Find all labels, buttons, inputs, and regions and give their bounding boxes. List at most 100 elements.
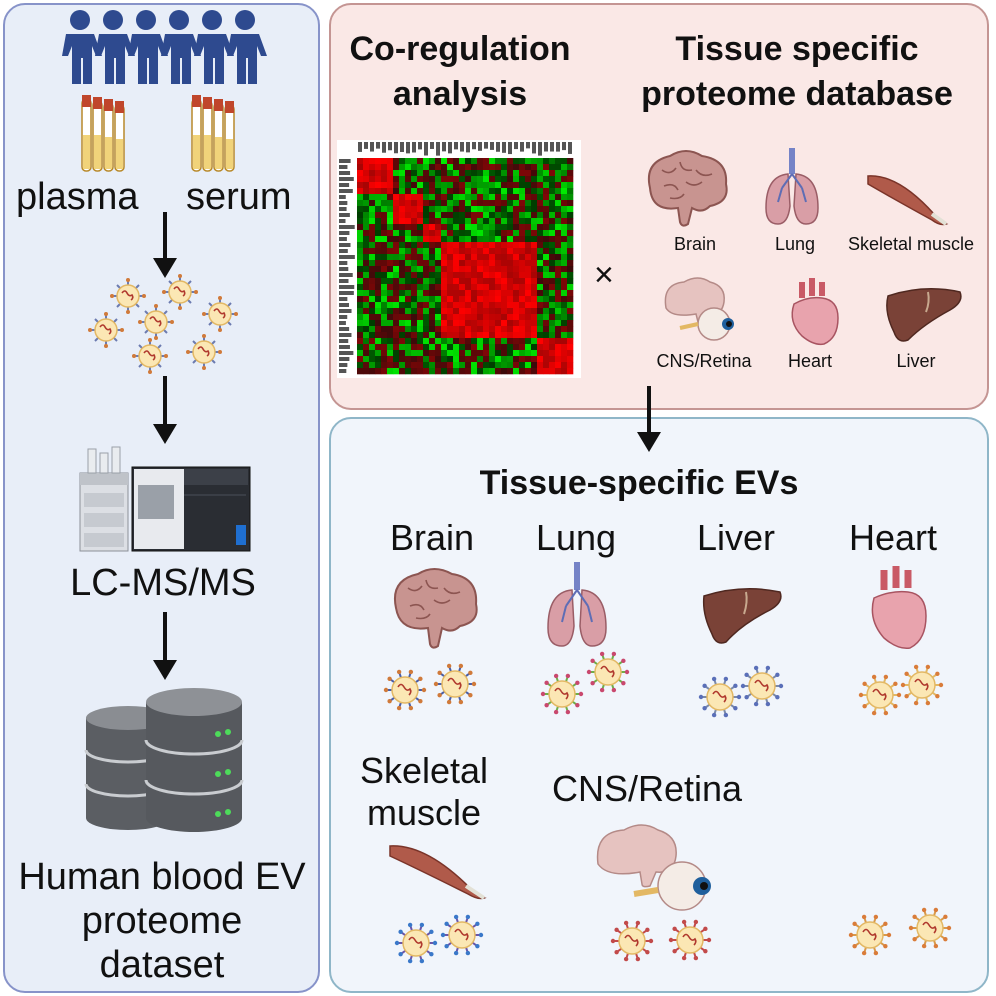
heatmap-cell: [453, 368, 460, 375]
heatmap-cell: [483, 176, 490, 183]
heatmap-cell: [519, 212, 526, 219]
heatmap-cell: [423, 206, 430, 213]
heatmap-cell: [399, 314, 406, 321]
heatmap-cell: [411, 356, 418, 363]
heatmap-row-tick: [339, 189, 353, 193]
heatmap-cell: [519, 350, 526, 357]
heatmap-cell: [447, 200, 454, 207]
heatmap-cell: [447, 368, 454, 375]
heatmap-cell: [537, 272, 544, 279]
heatmap-cell: [531, 302, 538, 309]
heatmap-cell: [357, 284, 364, 291]
heatmap-cell: [453, 272, 460, 279]
heatmap-cell: [561, 242, 568, 249]
heatmap-cell: [441, 182, 448, 189]
heatmap-cell: [561, 314, 568, 321]
heatmap-cell: [501, 158, 508, 165]
heatmap-cell: [453, 296, 460, 303]
heatmap-cell: [471, 284, 478, 291]
heatmap-cell: [375, 188, 382, 195]
heatmap-cell: [513, 170, 520, 177]
heatmap-cell: [417, 290, 424, 297]
heatmap-cell: [375, 176, 382, 183]
heatmap-cell: [429, 344, 436, 351]
heatmap-cell: [477, 218, 484, 225]
heatmap-cell: [423, 338, 430, 345]
heatmap-cell: [393, 194, 400, 201]
heatmap-cell: [513, 356, 520, 363]
heatmap-cell: [441, 206, 448, 213]
heatmap-cell: [537, 248, 544, 255]
heatmap-cell: [555, 296, 562, 303]
ev-label-skeletal-line1: Skeletal: [359, 750, 489, 791]
heatmap-cell: [567, 320, 574, 327]
heatmap-cell: [393, 212, 400, 219]
heatmap-cell: [459, 158, 466, 165]
heatmap-cell: [549, 356, 556, 363]
heatmap-cell: [471, 356, 478, 363]
heatmap-cell: [501, 188, 508, 195]
heatmap-cell: [543, 284, 550, 291]
heatmap-cell: [357, 278, 364, 285]
heatmap-cell: [549, 182, 556, 189]
heatmap-cell: [363, 206, 370, 213]
heatmap-col-tick: [484, 142, 488, 149]
heatmap-cell: [561, 188, 568, 195]
heatmap-cell: [387, 290, 394, 297]
heatmap-cell: [363, 350, 370, 357]
heatmap-cell: [495, 320, 502, 327]
heatmap-cell: [381, 332, 388, 339]
heatmap-cell: [483, 308, 490, 315]
heatmap-cell: [561, 248, 568, 255]
heatmap-cell: [393, 170, 400, 177]
heatmap-row-tick: [339, 321, 346, 325]
heatmap-cell: [561, 254, 568, 261]
heatmap-cell: [477, 254, 484, 261]
heatmap-cell: [447, 272, 454, 279]
heatmap-cell: [435, 188, 442, 195]
heatmap-cell: [519, 344, 526, 351]
heatmap-cell: [501, 176, 508, 183]
heatmap-cell: [531, 290, 538, 297]
heatmap-cell: [519, 290, 526, 297]
heatmap-cell: [513, 260, 520, 267]
heatmap-cell: [369, 350, 376, 357]
heatmap-cell: [363, 356, 370, 363]
heatmap-cell: [447, 320, 454, 327]
heatmap-cell: [513, 284, 520, 291]
heatmap-cell: [411, 248, 418, 255]
heatmap-cell: [387, 176, 394, 183]
heatmap-cell: [453, 320, 460, 327]
heatmap-cell: [567, 224, 574, 231]
heatmap-cell: [363, 344, 370, 351]
heatmap-cell: [435, 170, 442, 177]
heatmap-cell: [477, 224, 484, 231]
heatmap-cell: [387, 224, 394, 231]
heatmap-cell: [375, 158, 382, 165]
heatmap-cell: [531, 182, 538, 189]
heatmap-cell: [405, 224, 412, 231]
heatmap-cell: [483, 236, 490, 243]
heatmap-cell: [369, 248, 376, 255]
heatmap-cell: [429, 362, 436, 369]
heatmap-col-tick: [412, 142, 416, 153]
heatmap-cell: [525, 230, 532, 237]
heatmap-cell: [531, 200, 538, 207]
heatmap-cell: [477, 158, 484, 165]
heatmap-cell: [537, 164, 544, 171]
heatmap-cell: [411, 362, 418, 369]
heatmap-cell: [393, 158, 400, 165]
tissue-label-liver: Liver: [896, 351, 936, 371]
heatmap-cell: [555, 158, 562, 165]
heatmap-cell: [459, 164, 466, 171]
heatmap-cell: [441, 266, 448, 273]
heatmap-col-tick: [388, 142, 392, 151]
heatmap-cell: [381, 176, 388, 183]
heatmap-cell: [369, 194, 376, 201]
heatmap-cell: [453, 290, 460, 297]
heatmap-cell: [501, 170, 508, 177]
heatmap-cell: [405, 338, 412, 345]
heatmap-cell: [435, 206, 442, 213]
heatmap-cell: [543, 308, 550, 315]
heatmap-cell: [429, 266, 436, 273]
